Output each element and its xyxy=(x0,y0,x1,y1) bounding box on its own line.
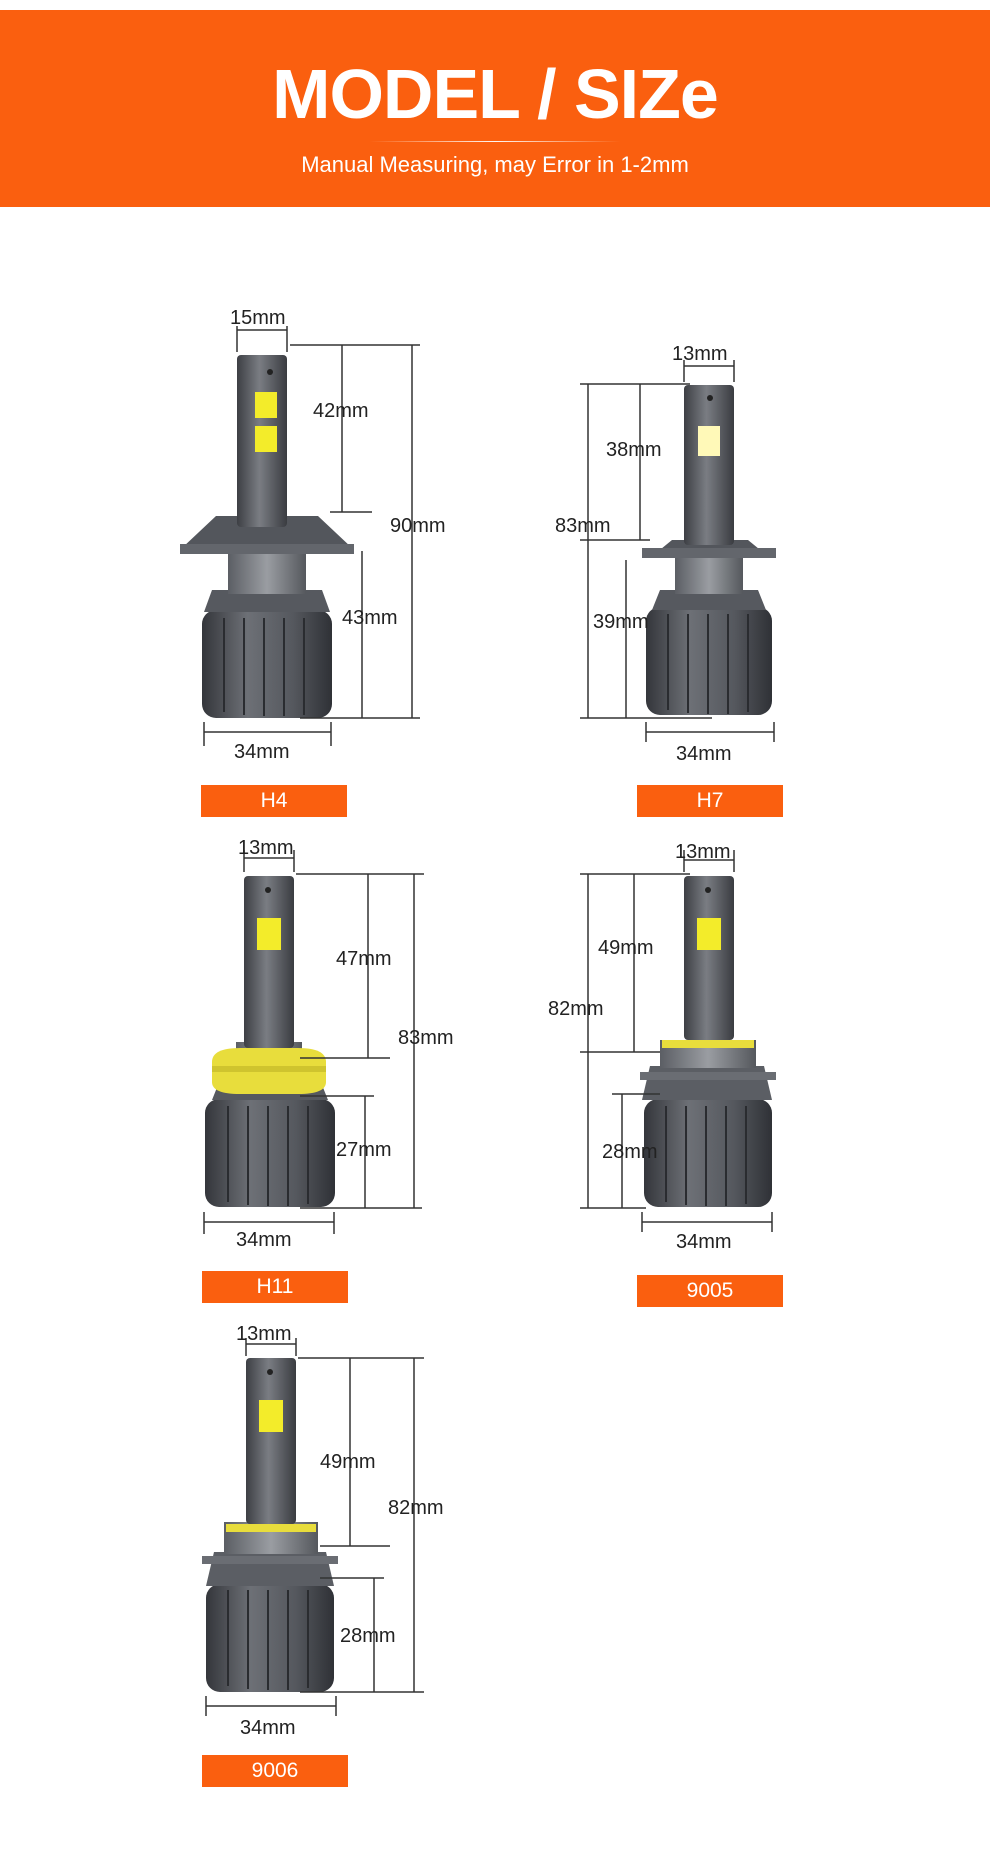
model-badge-9006: 9006 xyxy=(202,1755,348,1787)
bulb-h7: 13mm 38mm 83mm 39mm 34mm xyxy=(555,343,776,765)
bulb-h11: 13mm 47mm 83mm 27mm 34mm xyxy=(203,837,454,1251)
model-badge-9005: 9005 xyxy=(637,1275,783,1307)
bulb-h4-image xyxy=(180,355,354,718)
bulb-9005-top-length: 49mm xyxy=(598,937,654,959)
bulb-h7-bottom-length: 39mm xyxy=(593,611,649,633)
bulb-h4-base-width: 34mm xyxy=(234,741,290,763)
bulb-h7-base-width: 34mm xyxy=(676,743,732,765)
bulb-h4-top-length: 42mm xyxy=(313,400,369,422)
bulb-9006-width: 13mm xyxy=(236,1323,292,1345)
bulb-9006-base-width: 34mm xyxy=(240,1717,296,1739)
page-title: MODEL / SIZe xyxy=(272,55,719,133)
model-badge-h11: H11 xyxy=(202,1271,348,1303)
bulb-h11-base-width: 34mm xyxy=(236,1229,292,1251)
bulb-9005-width: 13mm xyxy=(675,841,731,863)
bulb-9006-top-length: 49mm xyxy=(320,1451,376,1473)
header-banner: MODEL / SIZe Manual Measuring, may Error… xyxy=(0,10,990,207)
bulb-9005: 13mm 49mm 82mm 28mm 34mm xyxy=(548,841,776,1253)
bulb-9006-bottom-length: 28mm xyxy=(340,1625,396,1647)
bulb-h4: 15mm 42mm 90mm 43mm 34mm xyxy=(180,307,446,763)
bulb-h11-image xyxy=(205,876,335,1207)
model-badge-h7: H7 xyxy=(637,785,783,817)
bulb-h4-width: 15mm xyxy=(230,307,286,329)
bulb-h4-bottom-length: 43mm xyxy=(342,607,398,629)
bulb-h11-bottom-length: 27mm xyxy=(336,1139,392,1161)
bulb-9006: 13mm 49mm 82mm 28mm 34mm xyxy=(202,1323,444,1739)
bulb-h7-image xyxy=(642,385,776,715)
page-subtitle: Manual Measuring, may Error in 1-2mm xyxy=(301,152,689,177)
bulb-h7-width: 13mm xyxy=(672,343,728,365)
bulb-h11-top-length: 47mm xyxy=(336,948,392,970)
bulb-9005-image xyxy=(640,876,776,1207)
bulb-h7-total-length: 83mm xyxy=(555,515,611,537)
model-badge-h4: H4 xyxy=(201,785,347,817)
bulb-h11-total-length: 83mm xyxy=(398,1027,454,1049)
bulb-h4-total-length: 90mm xyxy=(390,515,446,537)
bulb-h11-width: 13mm xyxy=(238,837,294,859)
bulb-9006-image xyxy=(202,1358,338,1692)
bulb-9005-bottom-length: 28mm xyxy=(602,1141,658,1163)
title-divider xyxy=(370,141,620,142)
bulb-9005-base-width: 34mm xyxy=(676,1231,732,1253)
bulb-9006-total-length: 82mm xyxy=(388,1497,444,1519)
bulb-9005-total-length: 82mm xyxy=(548,998,604,1020)
bulb-h7-top-length: 38mm xyxy=(606,439,662,461)
